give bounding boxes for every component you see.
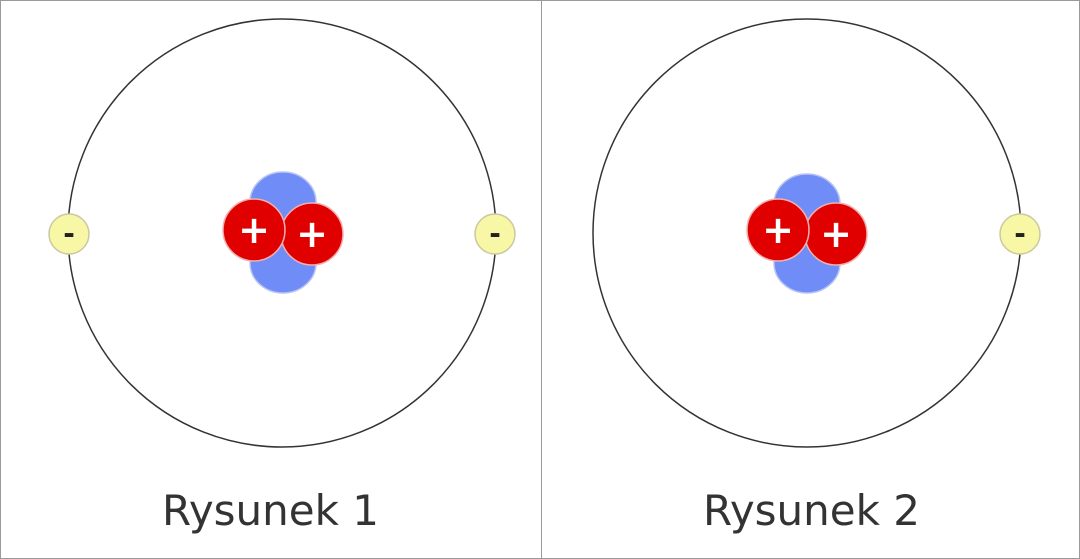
electron-right: -: [999, 213, 1041, 255]
proton-left: [222, 198, 286, 262]
electron-right-body: [999, 213, 1041, 255]
nucleus: + +: [746, 173, 868, 294]
electron-right-sign: -: [489, 217, 501, 250]
proton-left: [746, 198, 810, 262]
electron-left: -: [48, 213, 90, 255]
proton-right-sign: +: [820, 212, 852, 256]
electron-left-sign: -: [63, 217, 75, 250]
figure-caption-1: Rysunek 1: [161, 486, 380, 535]
nucleus: + +: [222, 171, 344, 294]
electron-right-sign: -: [1014, 217, 1026, 250]
panel-rysunek-2: + + - Rysunek 2: [542, 1, 1080, 558]
proton-right-sign: +: [296, 212, 328, 256]
figure-caption-2: Rysunek 2: [702, 486, 921, 535]
atom-diagram-1: + + - -: [48, 18, 516, 448]
panel-divider: [541, 1, 542, 558]
atom-diagram-2: + + -: [592, 18, 1041, 448]
electron-right-body: [474, 213, 516, 255]
electron-left-body: [48, 213, 90, 255]
electron-right: -: [474, 213, 516, 255]
proton-left-sign: +: [762, 208, 794, 252]
proton-left-sign: +: [238, 208, 270, 252]
panel-rysunek-1: + + - - Rysunek 1: [1, 1, 540, 558]
